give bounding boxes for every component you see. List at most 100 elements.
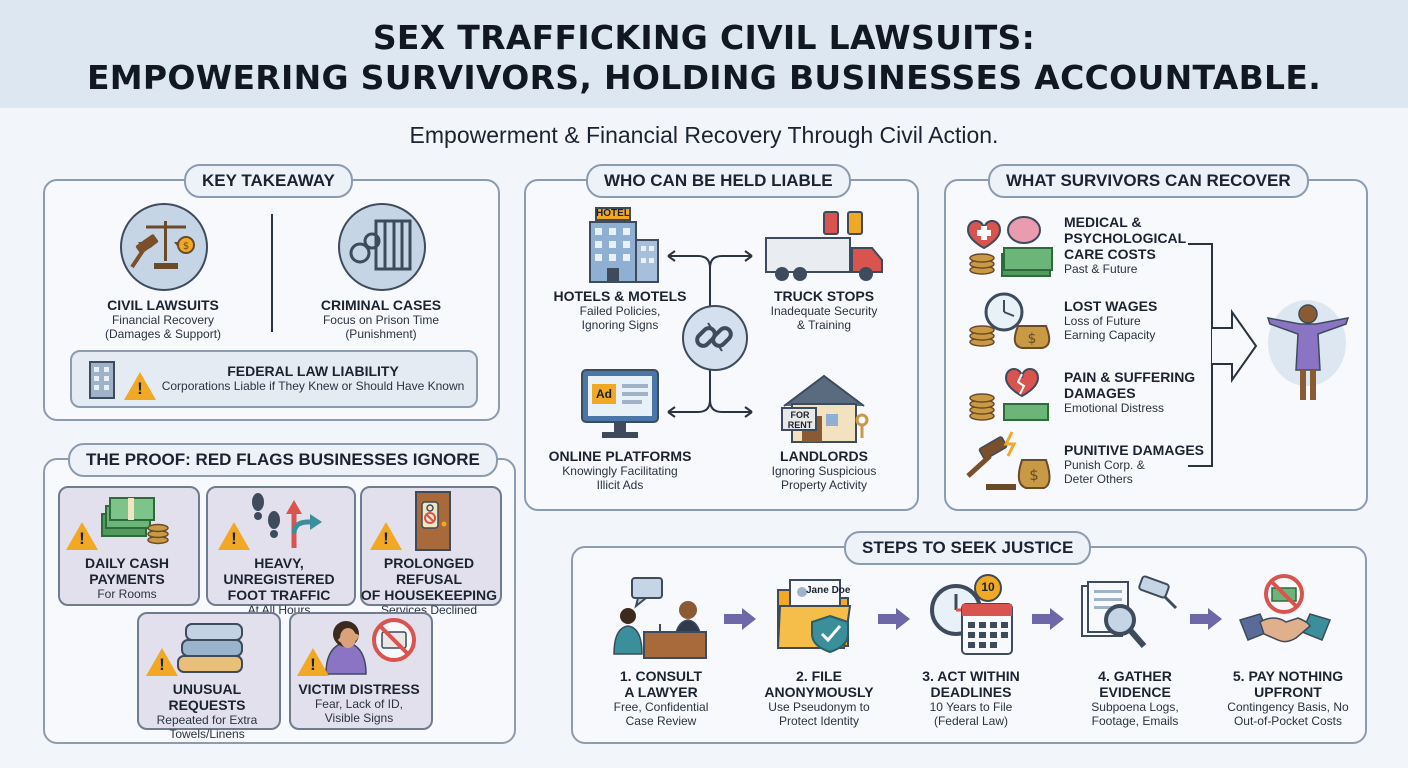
distressed-person-no-id-icon	[325, 618, 416, 675]
recover-item-desc-line-1: Punish Corp. &	[1064, 458, 1145, 472]
liable-connectors	[667, 250, 753, 418]
red-flag-title-line-1: UNUSUAL REQUESTS	[168, 681, 246, 713]
recover-item-title-line-2: DAMAGES	[1064, 385, 1136, 401]
step-title-line-2: A LAWYER	[624, 684, 698, 700]
trucks-title: TRUCK STOPS	[773, 288, 875, 304]
lawyer-consultation-icon	[613, 577, 707, 659]
trucks-line-1: Inadequate Security	[770, 304, 878, 318]
step-arrow-icon	[1032, 608, 1064, 630]
empowered-survivor-icon	[1266, 304, 1350, 400]
warning-icon-mark: !	[383, 529, 389, 548]
medical-money-icon	[966, 216, 1053, 277]
svg-text:$: $	[183, 241, 189, 252]
criminal-title: CRIMINAL CASES	[320, 297, 442, 313]
step-file-anonymously: 2. FILE ANONYMOUSLY Use Pseudonym to Pro…	[744, 668, 894, 728]
warning-icon-mark: !	[159, 655, 165, 674]
recover-item-desc-line-2: Earning Capacity	[1064, 328, 1156, 342]
step-desc-line-2: (Federal Law)	[933, 714, 1009, 728]
warning-icon	[66, 522, 98, 550]
scales-gavel-icon: $	[130, 221, 195, 269]
red-flag-cash-text: DAILY CASH PAYMENTS For Rooms	[60, 555, 194, 601]
folded-towels-icon	[177, 623, 243, 673]
recover-item-punitive: PUNITIVE DAMAGES Punish Corp. & Deter Ot…	[1064, 442, 1214, 486]
recover-item-desc-line-1: Loss of Future	[1064, 314, 1141, 328]
step-desc-line-1: Contingency Basis, No	[1227, 700, 1349, 714]
do-not-disturb-door-icon	[415, 491, 451, 551]
red-flag-victim-distress-text: VICTIM DISTRESS Fear, Lack of ID, Visibl…	[289, 681, 429, 725]
for-rent-line-2: RENT	[787, 420, 813, 430]
civil-line-2: (Damages & Support)	[104, 327, 222, 341]
landlords-line-1: Ignoring Suspicious	[771, 464, 877, 478]
criminal-line-2: (Punishment)	[345, 327, 417, 341]
truck-stop-icon	[765, 211, 883, 281]
step-desc-line-1: Subpoena Logs,	[1091, 700, 1179, 714]
step-desc-line-2: Case Review	[625, 714, 697, 728]
recover-heading: WHAT SURVIVORS CAN RECOVER	[988, 164, 1309, 198]
for-rent-line-1: FOR	[790, 410, 810, 420]
red-flag-desc-line-2: Visible Signs	[324, 711, 394, 725]
warning-icon-mark: !	[231, 529, 237, 548]
key-takeaway-heading: KEY TAKEAWAY	[184, 164, 353, 198]
broken-chain-icon	[695, 322, 733, 352]
landlords-title: LANDLORDS	[780, 448, 868, 464]
recover-item-desc-line-2: Deter Others	[1064, 472, 1133, 486]
red-flag-desc-line-2: Towels/Linens	[169, 727, 245, 741]
gavel-moneybag-icon: $	[966, 431, 1051, 490]
online-title: ONLINE PLATFORMS	[548, 448, 692, 464]
warning-icon	[218, 522, 250, 550]
step-title-line-2: ANONYMOUSLY	[764, 684, 874, 700]
civil-line-1: Financial Recovery	[111, 313, 215, 327]
landlords: LANDLORDS Ignoring Suspicious Property A…	[744, 448, 904, 492]
step-gather-evidence: 4. GATHER EVIDENCE Subpoena Logs, Footag…	[1060, 668, 1210, 728]
trucks-line-2: & Training	[796, 318, 852, 332]
warning-icon-mark: !	[310, 655, 316, 674]
red-flag-title-line-1: DAILY CASH	[84, 555, 170, 571]
step-desc-line-1: Use Pseudonym to	[768, 700, 870, 714]
recover-item-title-line-1: MEDICAL &	[1064, 214, 1142, 230]
step-title-line-2: UPFRONT	[1254, 684, 1322, 700]
criminal-line-1: Focus on Prison Time	[322, 313, 440, 327]
svg-text:$: $	[1029, 466, 1039, 484]
recover-item-pain-suffering: PAIN & SUFFERING DAMAGES Emotional Distr…	[1064, 369, 1214, 415]
red-flag-desc-line-1: Fear, Lack of ID,	[314, 697, 404, 711]
federal-desc: Corporations Liable if They Knew or Shou…	[161, 379, 465, 393]
page-title: SEX TRAFFICKING CIVIL LAWSUITS: EMPOWERI…	[0, 18, 1408, 98]
online-line-1: Knowingly Facilitating	[562, 464, 678, 478]
online-ad-monitor-icon	[581, 369, 659, 438]
online-platforms: ONLINE PLATFORMS Knowingly Facilitating …	[542, 448, 698, 492]
cash-stack-icon	[101, 497, 169, 545]
civil-lawsuits: CIVIL LAWSUITS Financial Recovery (Damag…	[85, 297, 241, 341]
recover-item-title-line-1: PUNITIVE DAMAGES	[1064, 442, 1205, 458]
step-desc-line-2: Protect Identity	[778, 714, 860, 728]
step-title-line-1: 3. ACT WITHIN	[922, 668, 1020, 684]
step-title-line-2: DEADLINES	[930, 684, 1012, 700]
recovery-bracket-arrow	[1188, 243, 1258, 467]
step-arrow-icon	[1190, 608, 1222, 630]
step-desc-line-1: 10 Years to File	[929, 700, 1013, 714]
hotel-sign-text: HOTEL	[596, 208, 630, 219]
hotels-title: HOTELS & MOTELS	[553, 288, 687, 304]
step-title-line-1: 5. PAY NOTHING	[1232, 668, 1344, 684]
federal-law-liability: FEDERAL LAW LIABILITY Corporations Liabl…	[160, 363, 466, 393]
online-line-2: Illicit Ads	[596, 478, 644, 492]
recover-item-title-line-3: CARE COSTS	[1064, 246, 1156, 262]
svg-text:$: $	[1028, 331, 1037, 347]
steps-heading: STEPS TO SEEK JUSTICE	[844, 531, 1092, 565]
step-pay-nothing-upfront: 5. PAY NOTHING UPFRONT Contingency Basis…	[1208, 668, 1368, 728]
red-flag-title-line-1: PROLONGED REFUSAL	[383, 555, 475, 587]
step-arrow-icon	[878, 608, 910, 630]
recover-item-title-line-1: LOST WAGES	[1064, 298, 1158, 314]
hotels-motels: HOTELS & MOTELS Failed Policies, Ignorin…	[542, 288, 698, 332]
step-arrow-icon	[724, 608, 756, 630]
step-desc-line-2: Footage, Emails	[1091, 714, 1179, 728]
step-title-line-1: 2. FILE	[796, 668, 842, 684]
step-act-within-deadlines: 3. ACT WITHIN DEADLINES 10 Years to File…	[896, 668, 1046, 728]
federal-title: FEDERAL LAW LIABILITY	[227, 363, 399, 379]
warning-icon	[370, 522, 402, 550]
recover-item-desc-line-1: Past & Future	[1064, 262, 1138, 276]
red-flag-title-line-1: HEAVY, UNREGISTERED	[223, 555, 335, 587]
warning-icon	[124, 372, 156, 400]
step-desc-line-1: Free, Confidential	[613, 700, 709, 714]
broken-heart-money-icon	[969, 368, 1049, 421]
for-rent-sign-text: FOR RENT	[783, 410, 817, 430]
